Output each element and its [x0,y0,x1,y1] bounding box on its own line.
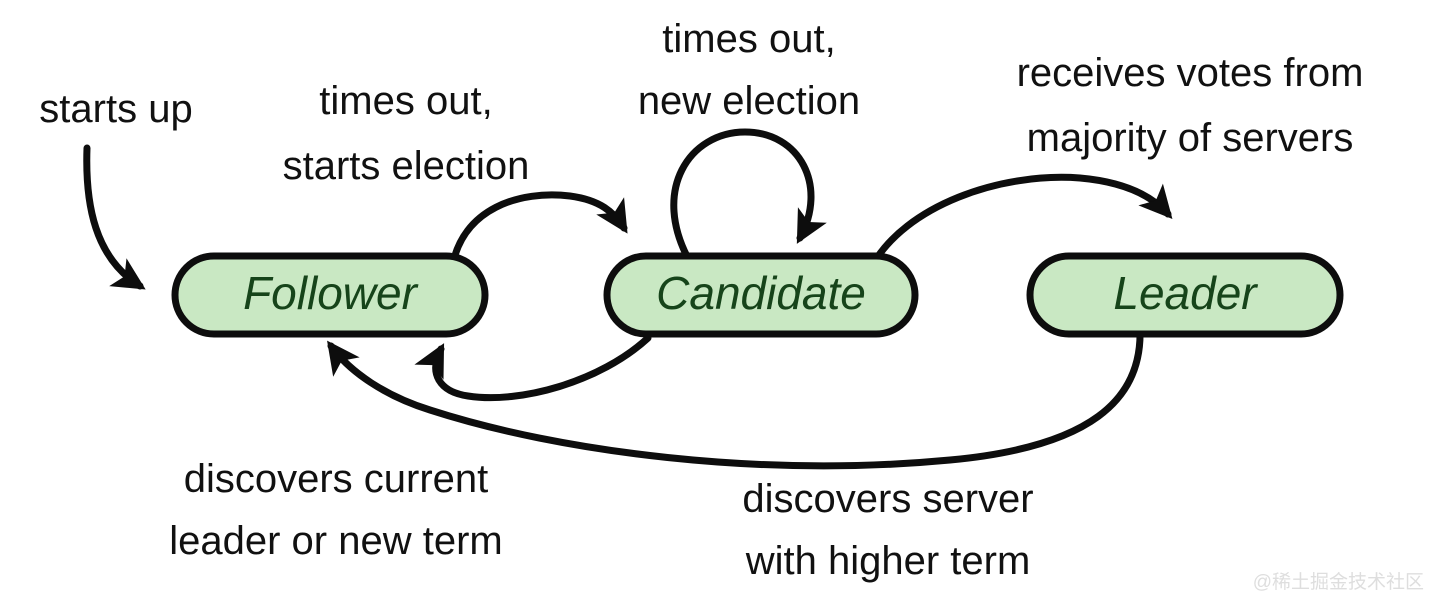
edge-label-start-up-line-1: starts up [39,87,192,131]
edge-candidate-to-leader-path [868,173,1173,270]
edge-label-follower-to-candidate-line-1: times out, [319,79,492,123]
edge-label-start-up: starts up [39,87,192,131]
edge-label-candidate-to-leader-line-1: receives votes from [1017,51,1364,95]
edge-label-leader-to-follower-line-2: with higher term [745,539,1031,583]
edge-label-candidate-to-follower-line-1: discovers current [184,457,489,501]
edge-label-leader-to-follower-line-1: discovers server [742,477,1033,521]
edge-label-candidate-to-leader: receives votes from majority of servers [1017,51,1364,160]
follower-shape [171,252,489,338]
edge-start-up [83,144,146,290]
edge-label-leader-to-follower: discovers server with higher term [742,477,1033,583]
edge-label-candidate-to-leader-line-2: majority of servers [1027,116,1354,160]
edge-candidate-to-follower [414,334,652,402]
edge-candidate-self-loop [670,128,827,266]
state-node-follower[interactable]: Follower [171,252,489,338]
edge-label-candidate-to-follower-line-2: leader or new term [169,519,502,563]
edge-follower-to-candidate-path [448,191,628,272]
edge-start-up-path [83,144,146,290]
edge-label-candidate-self-line-1: times out, [662,17,835,61]
edge-candidate-to-leader [868,173,1173,270]
edge-label-candidate-to-follower: discovers current leader or new term [169,457,502,563]
edge-follower-to-candidate [448,191,628,272]
state-node-leader[interactable]: Leader [1026,252,1344,338]
state-node-candidate[interactable]: Candidate [603,252,919,338]
edge-label-follower-to-candidate-line-2: starts election [283,144,530,188]
candidate-label: Candidate [656,267,866,319]
edge-candidate-to-follower-path [414,334,652,402]
edge-leader-to-follower [327,326,1144,470]
edge-label-candidate-self: times out, new election [638,17,860,123]
edge-label-follower-to-candidate: times out, starts election [283,79,530,188]
candidate-shape [603,252,919,338]
leader-shape [1026,252,1344,338]
edge-candidate-self-loop-path [670,128,827,266]
leader-label: Leader [1113,267,1258,319]
edge-label-candidate-self-line-2: new election [638,79,860,123]
edge-leader-to-follower-path [327,326,1144,470]
watermark: @稀土掘金技术社区 [1253,571,1424,593]
follower-label: Follower [243,267,419,319]
